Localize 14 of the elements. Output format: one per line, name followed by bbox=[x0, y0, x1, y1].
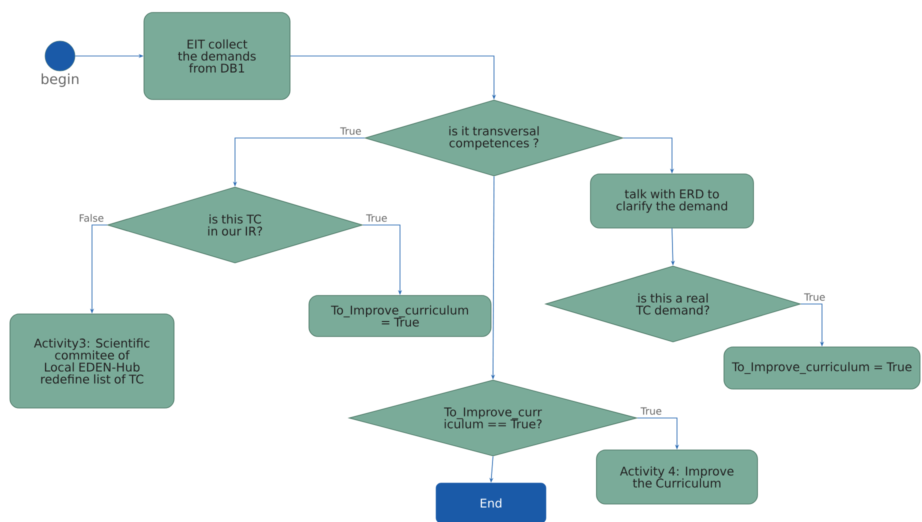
process-box: talk with ERD to clarify the demand bbox=[590, 174, 754, 228]
edge-label: True bbox=[339, 126, 362, 136]
process-box: To_Improve_curriculum = True bbox=[724, 346, 920, 390]
process-box: To_Improve_curriculum = True bbox=[308, 295, 492, 337]
edge-label: True bbox=[640, 406, 663, 416]
end-box: End bbox=[436, 482, 546, 522]
edge-label: True bbox=[803, 292, 826, 302]
process-box: Activity 4: Improve the Curriculum bbox=[596, 450, 758, 504]
edge-label: False bbox=[78, 213, 105, 223]
process-box: Activity3: Scientific commitee of Local EDEN-Hub redefine list of TC bbox=[10, 314, 174, 408]
node-caption: begin bbox=[42, 73, 78, 87]
start-circle bbox=[44, 40, 76, 72]
edge-label: True bbox=[365, 213, 388, 223]
process-box: EIT collect the demands from DB1 bbox=[144, 12, 290, 100]
